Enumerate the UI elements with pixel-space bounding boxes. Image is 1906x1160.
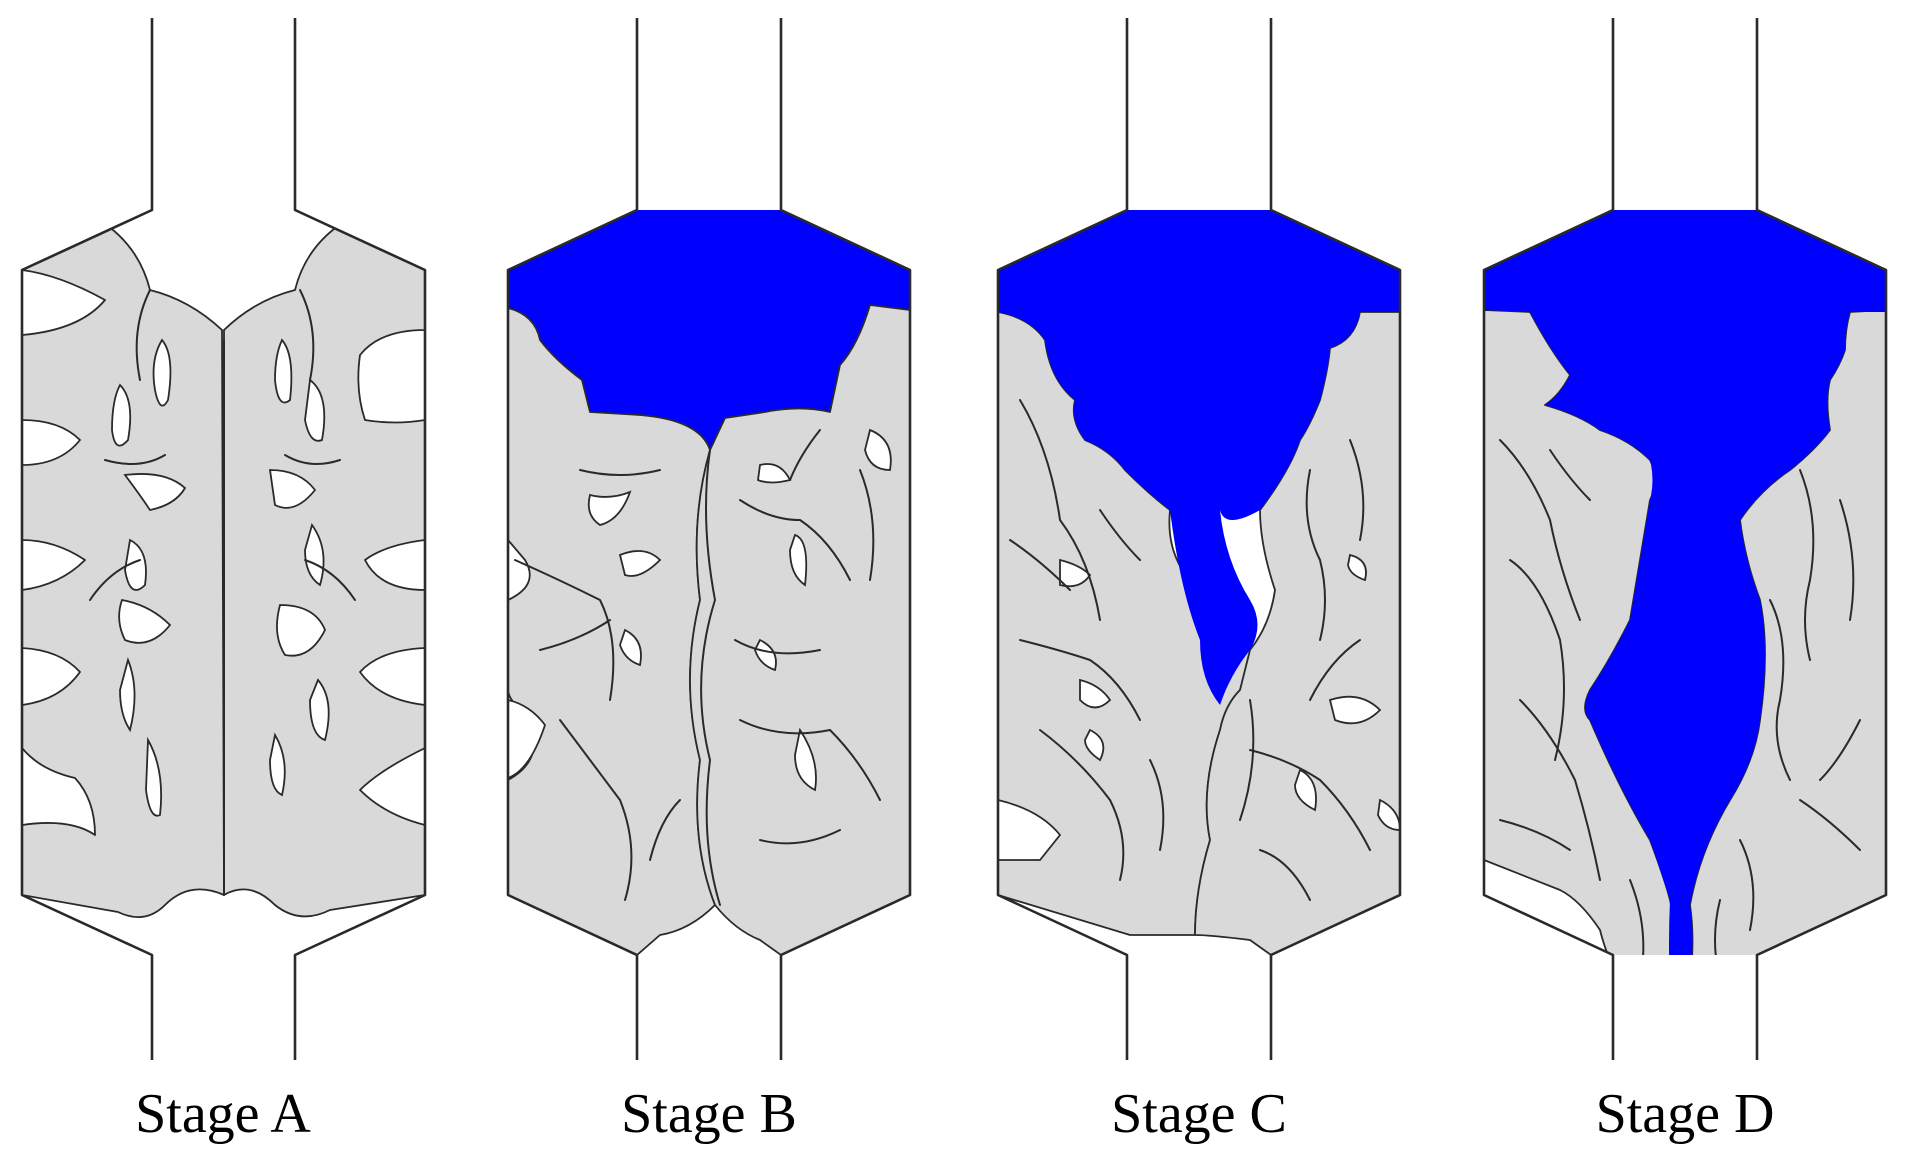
stage-a-label: Stage A — [135, 1083, 311, 1145]
stage-c-column: Stage C — [996, 18, 1402, 1145]
stage-d-fluid — [1484, 210, 1886, 955]
stage-d-left-packing — [1484, 309, 1681, 955]
stage-c-vessel-outline — [996, 18, 1402, 1060]
stage-d-vessel-outline — [1482, 18, 1888, 1060]
stage-b-vessel-outline — [506, 18, 912, 1060]
stage-a-right-packing — [223, 225, 425, 918]
stage-d-column: Stage D — [1482, 18, 1888, 1145]
stage-b-column: Stage B — [506, 18, 912, 1145]
stage-b-fluid — [508, 210, 910, 450]
stage-c-label: Stage C — [1111, 1083, 1287, 1145]
stage-a-column: Stage A — [20, 18, 427, 1145]
stage-b-label: Stage B — [621, 1083, 797, 1145]
stage-c-fluid — [998, 210, 1400, 705]
stage-d-label: Stage D — [1596, 1083, 1775, 1145]
stage-a-vessel-outline — [20, 18, 427, 1060]
stage-a-left-packing — [22, 225, 225, 919]
stage-b-right-packing — [689, 304, 910, 955]
